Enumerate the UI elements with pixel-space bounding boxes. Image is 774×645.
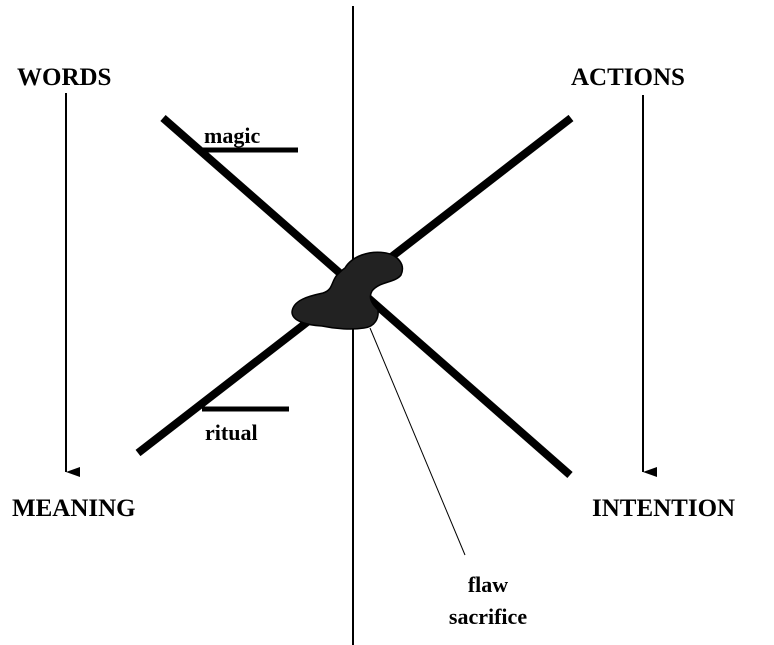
- label-words: WORDS: [17, 64, 111, 91]
- label-flaw: flaw: [468, 572, 508, 597]
- label-intention: INTENTION: [592, 495, 735, 522]
- label-ritual: ritual: [205, 420, 258, 445]
- flaw-blot-shape: [291, 251, 404, 330]
- label-meaning: MEANING: [12, 495, 136, 522]
- flaw-pointer-line: [369, 327, 466, 556]
- label-actions: ACTIONS: [571, 64, 685, 91]
- label-magic: magic: [204, 123, 260, 148]
- label-sacrifice: sacrifice: [449, 604, 527, 629]
